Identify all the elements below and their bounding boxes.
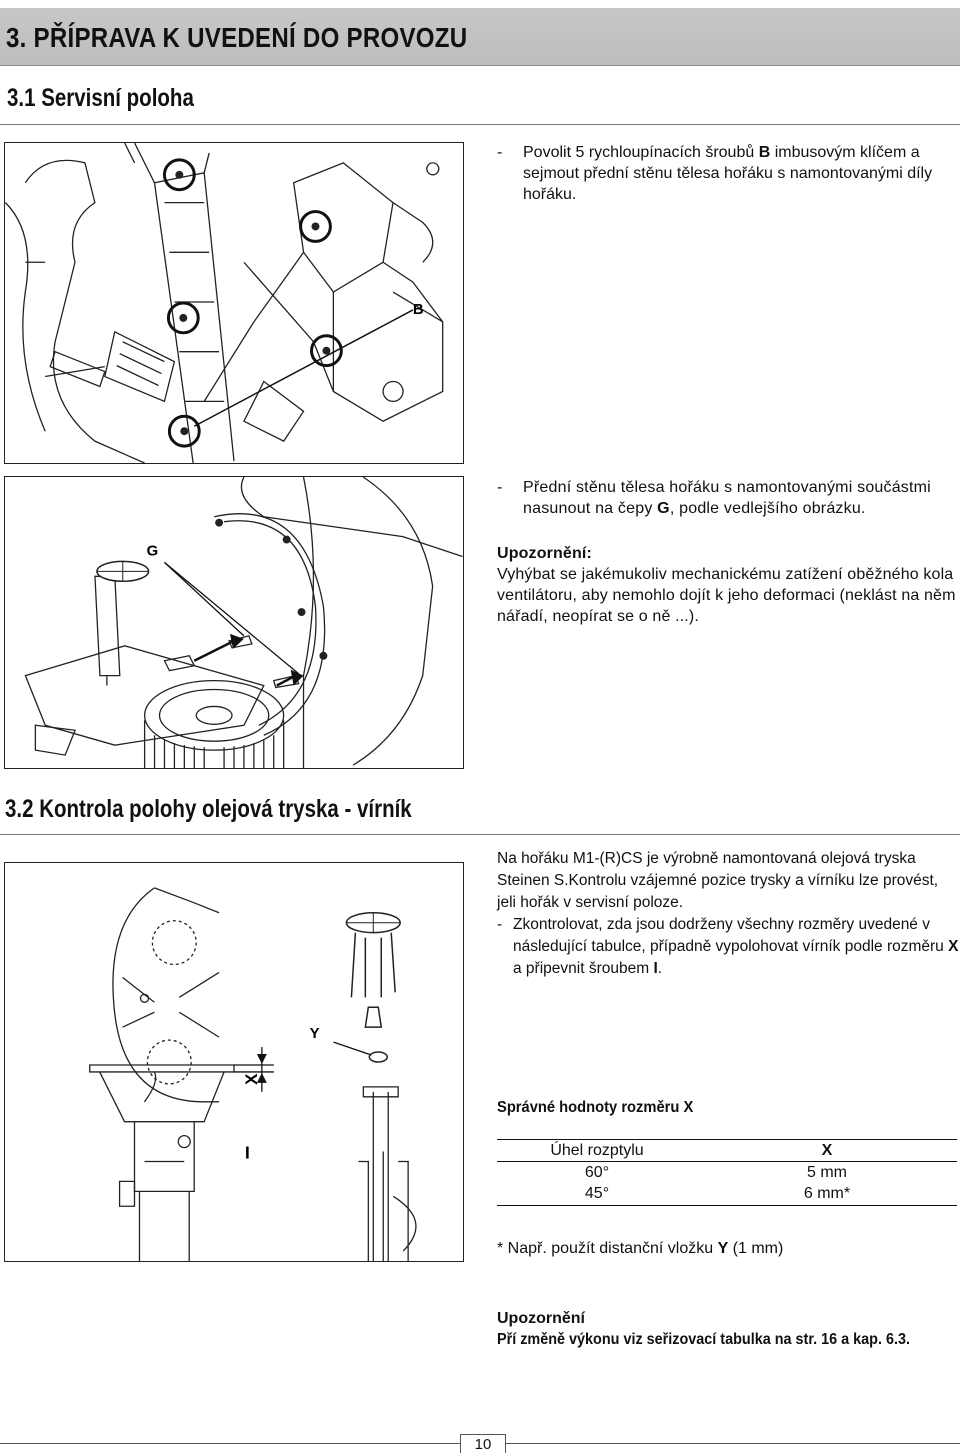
intro-3-2: Na hořáku M1-(R)CS je výrobně namontovan… [497,850,939,911]
step-3-text: Zkontrolovat, zda jsou dodrženy všechny … [513,916,959,977]
label-g-ref: G [657,500,670,517]
front-panel-drawing: G [24,477,463,768]
warning-1: Upozornění: Vyhýbat se jakémukoliv mecha… [497,543,959,627]
table-cell: 5 mm [807,1163,847,1181]
section-3-1-title: 3.1 Servisní poloha [7,84,194,112]
step-3: - Zkontrolovat, zda jsou dodrženy všechn… [497,914,959,980]
table-cell: 45° [497,1183,697,1206]
table-header-row: Úhel rozptylu X [497,1139,957,1162]
table-header-cell: X [697,1139,957,1162]
warning-1-text: Vyhýbat se jakémukoliv mechanickému zatí… [497,566,956,625]
warning-2-title: Upozornění [497,1310,585,1327]
page-number: 10 [460,1434,506,1453]
label-b: B [413,302,424,318]
table-cell: 60° [584,1163,610,1181]
table-row: 45° 6 mm* [497,1183,957,1206]
label-i-ref: I [653,960,658,977]
section-divider [0,834,960,835]
warning-2: Upozornění Pří změně výkonu viz seřizova… [497,1308,959,1350]
values-table: Úhel rozptylu X 60° 5 mm 45° 6 mm* [497,1139,957,1206]
label-i: I [245,1143,250,1163]
warning-1-title: Upozornění: [497,545,592,562]
label-x-ref: X [948,938,959,955]
label-y: Y [310,1025,320,1042]
step-1-text: Povolit 5 rychloupínacích šroubů B imbus… [523,144,933,203]
step-1-dash: - [497,144,503,161]
figure-burner-screws: B [4,142,464,464]
chapter-title: 3. PŘÍPRAVA K UVEDENÍ DO PROVOZU [6,22,468,53]
table-title: Správné hodnoty rozměru X [497,1099,694,1116]
label-g: G [147,543,159,559]
burner-screws-drawing: B [5,143,444,463]
section-divider [0,124,960,125]
label-x: X [242,1073,261,1085]
step-2-text: Přední stěnu tělesa hořáku s namontovaný… [523,479,931,517]
step-3-dash: - [497,916,503,933]
warning-2-text: Pří změně výkonu viz seřizovací tabulka … [497,1331,911,1348]
label-y-ref: Y [717,1240,729,1257]
step-2: - Přední stěnu tělesa hořáku s namontova… [497,477,959,519]
table-header-cell: Úhel rozptylu [497,1139,697,1162]
step-1: - Povolit 5 rychloupínacích šroubů B imb… [497,142,957,205]
section-3-2-title: 3.2 Kontrola polohy olejová tryska - vír… [5,795,412,823]
table-row: 60° 5 mm [497,1162,957,1184]
chapter-header-bar: 3. PŘÍPRAVA K UVEDENÍ DO PROVOZU [0,8,960,66]
figure-front-panel-pins: G [4,476,464,769]
table-footnote: * Např. použít distanční vložku Y (1 mm) [497,1240,784,1257]
label-b-ref: B [758,144,771,161]
nozzle-swirler-drawing: Y X I [89,887,417,1261]
step-2-dash: - [497,479,503,496]
figure-nozzle-swirler: Y X I [4,862,464,1262]
table-cell: 6 mm* [697,1183,957,1206]
